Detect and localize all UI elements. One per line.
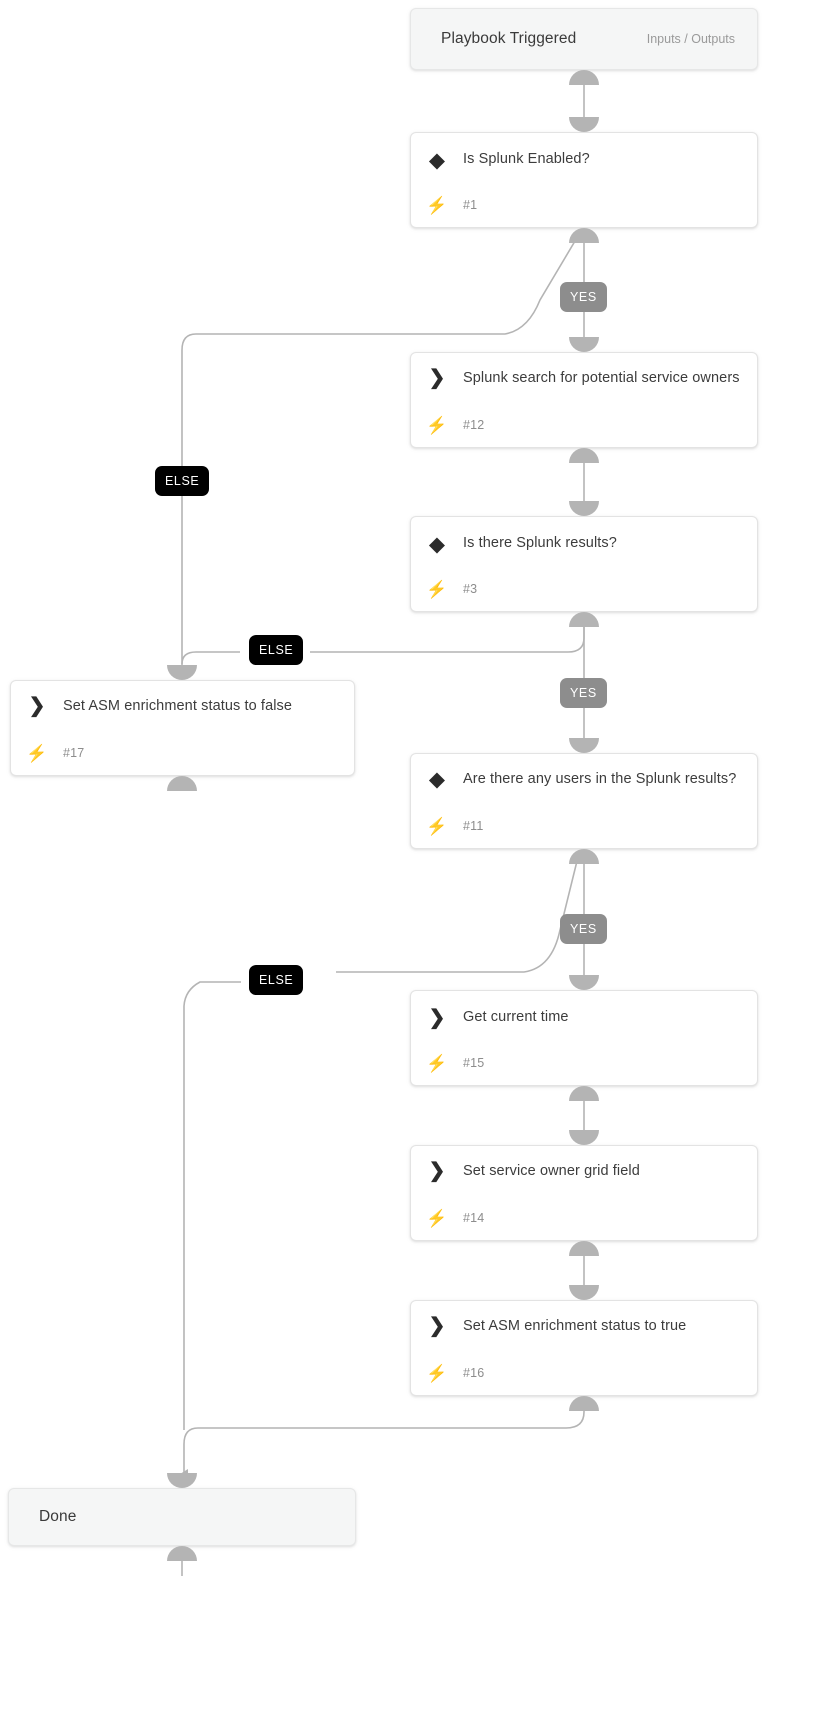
node-io-link[interactable]: Inputs / Outputs bbox=[646, 32, 735, 46]
node-port-top[interactable] bbox=[569, 1285, 599, 1300]
node-port-top[interactable] bbox=[167, 1473, 197, 1488]
node-are-there-any-users-in-the-splunk-results[interactable]: ◆ Are there any users in the Splunk resul… bbox=[410, 753, 758, 849]
bolt-icon: ⚡ bbox=[426, 1363, 448, 1383]
node-set-service-owner-grid-field[interactable]: ❯ Set service owner grid field ⚡ #14 bbox=[410, 1145, 758, 1241]
playbook-triggered-node[interactable]: Playbook Triggered Inputs / Outputs bbox=[410, 8, 758, 70]
node-port-bottom[interactable] bbox=[569, 849, 599, 864]
edge-else3-run-left bbox=[183, 981, 241, 1430]
decision-diamond-icon: ◆ bbox=[428, 768, 446, 791]
node-port-bottom[interactable] bbox=[167, 1546, 197, 1561]
action-chevron-icon: ❯ bbox=[28, 695, 46, 717]
node-is-there-splunk-results[interactable]: ◆ Is there Splunk results? ⚡ #3 bbox=[410, 516, 758, 612]
node-port-top[interactable] bbox=[569, 501, 599, 516]
done-node[interactable]: Done bbox=[8, 1488, 356, 1546]
node-title: Is Splunk Enabled? bbox=[463, 151, 590, 168]
node-title: Set ASM enrichment status to false bbox=[63, 698, 293, 714]
edge-n3-else-run bbox=[310, 620, 585, 653]
node-number: #3 bbox=[463, 582, 478, 596]
bolt-icon: ⚡ bbox=[426, 579, 448, 599]
node-port-bottom[interactable] bbox=[569, 1241, 599, 1256]
node-port-bottom[interactable] bbox=[569, 612, 599, 627]
node-title: Playbook Triggered bbox=[441, 30, 577, 47]
action-chevron-icon: ❯ bbox=[428, 1007, 446, 1029]
node-port-top[interactable] bbox=[569, 738, 599, 753]
branch-badge-else-2[interactable]: ELSE bbox=[249, 635, 304, 665]
node-port-bottom[interactable] bbox=[569, 1396, 599, 1411]
bolt-icon: ⚡ bbox=[426, 816, 448, 836]
edge-else2-run-left bbox=[181, 651, 240, 665]
action-chevron-icon: ❯ bbox=[428, 1160, 446, 1182]
node-is-splunk-enabled[interactable]: ◆ Is Splunk Enabled? ⚡ #1 bbox=[410, 132, 758, 228]
node-port-bottom[interactable] bbox=[569, 228, 599, 243]
node-get-current-time[interactable]: ❯ Get current time ⚡ #15 bbox=[410, 990, 758, 1086]
node-number: #12 bbox=[463, 418, 485, 432]
node-set-asm-enrichment-status-to-false[interactable]: ❯ Set ASM enrichment status to false ⚡ #17 bbox=[10, 680, 355, 776]
decision-diamond-icon: ◆ bbox=[428, 148, 446, 172]
branch-badge-else-3[interactable]: ELSE bbox=[249, 965, 304, 995]
node-number: #14 bbox=[463, 1211, 485, 1225]
node-splunk-search-for-potential-service-owners[interactable]: ❯ Splunk search for potential service own… bbox=[410, 352, 758, 448]
node-title: Get current time bbox=[463, 1009, 569, 1026]
branch-badge-yes-1[interactable]: YES bbox=[560, 282, 607, 312]
edge-n16-to-done bbox=[180, 1404, 585, 1479]
node-port-top[interactable] bbox=[167, 665, 197, 680]
node-number: #16 bbox=[463, 1366, 485, 1380]
edge-n11-else-run bbox=[336, 856, 579, 973]
node-number: #17 bbox=[63, 746, 85, 760]
branch-badge-yes-3[interactable]: YES bbox=[560, 914, 607, 944]
node-title: Set service owner grid field bbox=[463, 1163, 640, 1179]
node-title: Splunk search for potential service owne… bbox=[463, 370, 740, 386]
node-number: #11 bbox=[463, 819, 484, 833]
branch-badge-else-1[interactable]: ELSE bbox=[155, 466, 210, 496]
node-title: Are there any users in the Splunk result… bbox=[463, 771, 737, 787]
node-title: Set ASM enrichment status to true bbox=[463, 1318, 687, 1334]
node-set-asm-enrichment-status-to-true[interactable]: ❯ Set ASM enrichment status to true ⚡ #16 bbox=[410, 1300, 758, 1396]
bolt-icon: ⚡ bbox=[426, 1208, 448, 1228]
branch-badge-yes-2[interactable]: YES bbox=[560, 678, 607, 708]
action-chevron-icon: ❯ bbox=[428, 1315, 446, 1337]
node-number: #1 bbox=[463, 198, 478, 212]
bolt-icon: ⚡ bbox=[426, 415, 448, 435]
node-port-top[interactable] bbox=[569, 337, 599, 352]
node-port-top[interactable] bbox=[569, 975, 599, 990]
node-title: Done bbox=[39, 1508, 77, 1525]
decision-diamond-icon: ◆ bbox=[428, 532, 446, 556]
bolt-icon: ⚡ bbox=[426, 195, 448, 215]
node-port-bottom[interactable] bbox=[167, 776, 197, 791]
bolt-icon: ⚡ bbox=[26, 743, 48, 763]
node-port-top[interactable] bbox=[569, 117, 599, 132]
node-port-bottom[interactable] bbox=[569, 1086, 599, 1101]
node-number: #15 bbox=[463, 1056, 485, 1070]
node-port-top[interactable] bbox=[569, 1130, 599, 1145]
bolt-icon: ⚡ bbox=[426, 1053, 448, 1073]
action-chevron-icon: ❯ bbox=[428, 367, 446, 389]
node-title: Is there Splunk results? bbox=[463, 535, 617, 552]
node-port-bottom[interactable] bbox=[569, 448, 599, 463]
node-port-bottom[interactable] bbox=[569, 70, 599, 85]
